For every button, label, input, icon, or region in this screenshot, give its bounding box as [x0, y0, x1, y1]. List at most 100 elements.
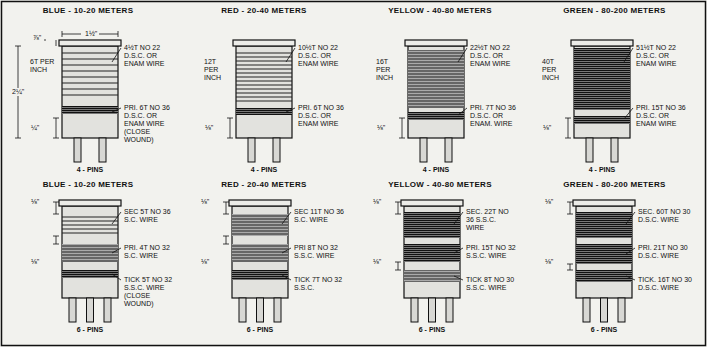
coil-form: [236, 52, 292, 102]
coil-form: [401, 200, 463, 322]
dimension-line: [56, 118, 57, 138]
coil-form: [574, 48, 630, 110]
coil-form: [59, 200, 121, 322]
dimension-line: [395, 262, 401, 263]
coil-form: [59, 40, 121, 162]
pin-count: 6 - PINS: [576, 326, 632, 334]
coil-form: [573, 200, 635, 322]
winding-label: TICK. 16T NO 30 D.S.C. WIRE: [638, 276, 692, 292]
dimension-label: 1½": [84, 30, 98, 38]
band-heading: YELLOW - 40-80 METERS: [352, 180, 528, 190]
coil-form: [574, 116, 630, 124]
leader-line: [286, 108, 295, 112]
dimension-label: ⅛": [200, 258, 210, 266]
coil-form: [405, 40, 467, 162]
winding-label: TICK 8T NO 30 S.S.C. WIRE: [466, 276, 516, 292]
band-heading: GREEN - 80-200 METERS: [526, 180, 703, 190]
coil-form: [408, 112, 464, 120]
dimension-line: [398, 262, 399, 270]
band-heading: YELLOW - 40-80 METERS: [352, 6, 528, 16]
dimension-line: [567, 264, 573, 265]
winding-label: SEC. 60T NO 30 D.S.C. WIRE: [638, 208, 692, 224]
dimension-line: [227, 138, 233, 139]
winding-label: PRI. 15T NO 36 D.S.C. OR ENAM WIRE: [636, 104, 690, 128]
leader-line: [626, 248, 635, 254]
dimension-line: [395, 214, 401, 215]
coil-form: [401, 200, 463, 322]
turns-label: 40T PER INCH: [542, 58, 570, 82]
dimension-line: [395, 270, 401, 271]
leader-line: [454, 248, 463, 253]
coil-form: [232, 244, 288, 262]
dimension-line: [567, 202, 573, 203]
dimension-line: [226, 202, 227, 214]
dimension-line: [227, 118, 233, 119]
coil-form: [404, 212, 460, 238]
dimension-label: ⅛": [376, 124, 386, 132]
winding-label: PRI. 15T NO 32 S.S.C. WIRE: [466, 244, 516, 260]
dimension-line: [570, 202, 571, 214]
dimension-line: [56, 40, 57, 46]
winding-label: PRI. 6T NO 36 D.S.C. OR ENAM WIRE (CLOSE…: [124, 104, 174, 144]
dimension-line: [15, 138, 21, 139]
winding-label: 10½T NO 22 D.S.C. OR ENAM WIRE: [298, 44, 348, 68]
coil-form: [229, 200, 291, 322]
leader-line: [282, 248, 291, 253]
leader-line: [286, 48, 295, 62]
leader-line: [626, 212, 635, 224]
pin-count: 4 - PINS: [62, 166, 118, 174]
coil-form: [59, 40, 121, 162]
coil-form: [236, 108, 292, 115]
dimension-line: [223, 202, 229, 203]
band-heading: BLUE - 10-20 METERS: [0, 6, 176, 16]
leader-line: [282, 212, 291, 224]
winding-label: SEC 5T NO 36 S.C. WIRE: [124, 208, 174, 224]
dimension-line: [402, 118, 403, 138]
dimension-line: [53, 202, 59, 203]
dimension-line: [62, 31, 63, 37]
winding-label: 51½T NO 22 D.S.C. OR ENAM WIRE: [636, 44, 690, 68]
dimension-line: [565, 118, 571, 119]
turns-label: 6T PER INCH: [30, 58, 58, 74]
dimension-line: [565, 138, 571, 139]
winding-label: PRI. 7T NO 36 D.S.C. OR ENAM. WIRE: [470, 104, 520, 128]
winding-label: PRI. 21T NO 30 D.S.C. WIRE: [638, 244, 692, 260]
dimension-label: ⅛": [542, 124, 552, 132]
dimension-line: [53, 214, 59, 215]
band-heading: RED - 20-40 METERS: [176, 180, 352, 190]
dimension-label: ⅛": [30, 258, 40, 266]
leader-line: [112, 212, 121, 224]
coil-form: [576, 244, 632, 264]
dimension-label: ⅛": [372, 258, 382, 266]
dimension-line: [570, 264, 571, 270]
leader-line: [626, 276, 635, 280]
dimension-line: [53, 236, 59, 237]
pin-count: 6 - PINS: [404, 326, 460, 334]
dimension-line: [53, 244, 59, 245]
dimension-line: [53, 138, 59, 139]
dimension-label: ⅛": [544, 198, 554, 206]
winding-label: SEC 11T NO 36 S.C. WIRE: [294, 208, 344, 224]
pin-count: 6 - PINS: [232, 326, 288, 334]
pin-count: 4 - PINS: [408, 166, 464, 174]
coil-form: [233, 40, 295, 162]
turns-label: 12T PER INCH: [204, 58, 232, 82]
dimension-label: ⅞": [32, 34, 42, 42]
winding-label: 4½T NO 22 D.S.C. OR ENAM WIRE: [124, 44, 174, 68]
winding-label: SEC. 22T NO 36 S.S.C. WIRE: [466, 208, 516, 232]
coil-form: [404, 270, 460, 282]
leader-line: [112, 108, 121, 112]
dimension-line: [399, 138, 405, 139]
leader-line: [458, 48, 467, 62]
dimension-line: [56, 236, 57, 244]
turns-label: 16T PER INCH: [376, 58, 404, 82]
coil-form: [233, 40, 295, 162]
dimension-line: [567, 214, 573, 215]
coil-form: [62, 270, 118, 278]
dimension-line: [118, 31, 119, 37]
coil-form: [59, 200, 121, 322]
winding-label: TICK 7T NO 32 S.S.C.: [294, 276, 344, 292]
leader-line: [454, 276, 463, 280]
